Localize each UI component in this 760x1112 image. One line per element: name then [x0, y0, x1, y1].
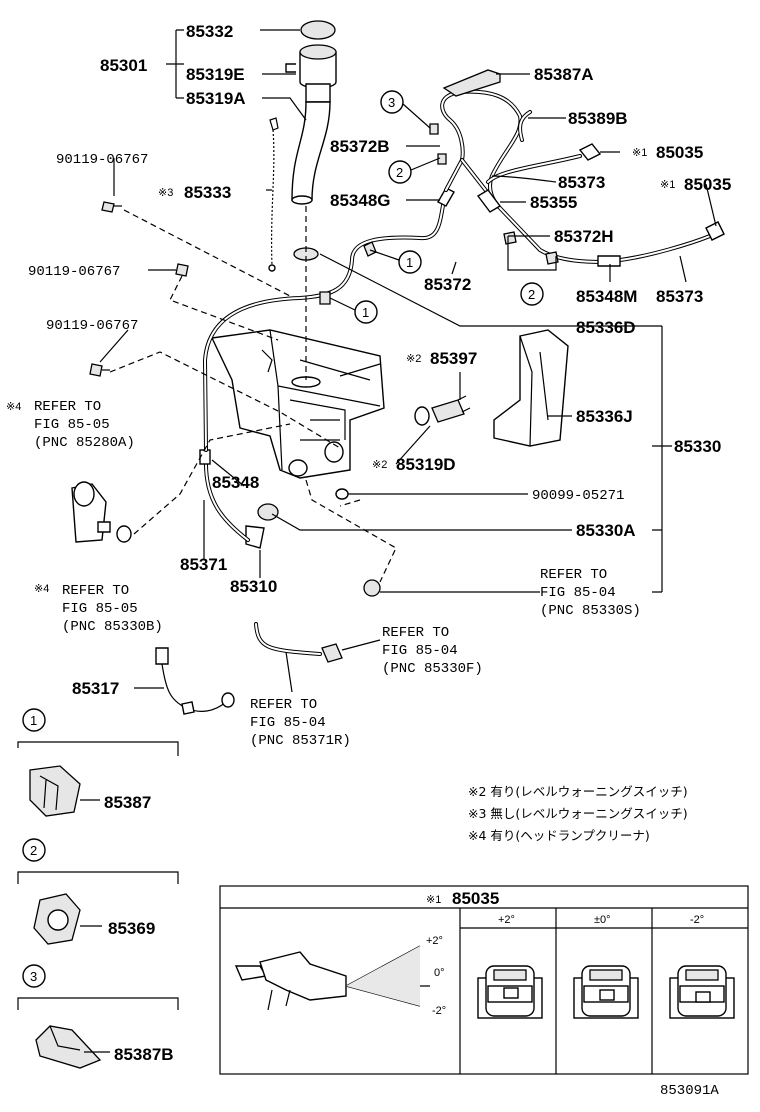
svg-text:※1: ※1	[632, 147, 647, 159]
filler-cap-group	[285, 20, 337, 261]
headlamp-pump	[71, 481, 132, 543]
label-85387A: 85387A	[534, 65, 594, 84]
angle-minus2: -2°	[432, 1005, 446, 1017]
label-85355: 85355	[530, 193, 577, 212]
angle-plus2: +2°	[426, 935, 443, 947]
label-85397: 85397	[430, 349, 477, 368]
label-85319D: 85319D	[396, 455, 456, 474]
nozzle-angle-table: ※1 85035 +2° ±0° -2° +2° 0° -2°	[219, 885, 749, 1075]
hose-callouts: 3 2 1 1 2	[329, 90, 544, 324]
refer-85330F: REFER TO FIG 85-04 (PNC 85330F)	[382, 625, 483, 677]
label-85301: 85301	[100, 56, 147, 75]
svg-text:※2: ※2	[372, 459, 387, 471]
label-85333: 85333	[184, 183, 231, 202]
svg-text:1: 1	[406, 255, 413, 270]
label-85035-b: 85035	[684, 175, 731, 194]
svg-text:※3: ※3	[158, 187, 173, 199]
label-85336D: 85336D	[576, 318, 636, 337]
nozzle-front-plus2	[477, 965, 543, 1019]
header-minus2: -2°	[690, 914, 704, 926]
label-90119-b: 90119-06767	[28, 264, 120, 280]
label-85310: 85310	[230, 577, 277, 596]
pump-85310	[245, 441, 344, 549]
label-90119-a: 90119-06767	[56, 152, 148, 168]
refer-85330S: REFER TO FIG 85-04 (PNC 85330S)	[540, 567, 641, 619]
leader-lines	[99, 29, 717, 693]
svg-text:2: 2	[528, 287, 535, 302]
label-85372: 85372	[424, 275, 471, 294]
connector-85348	[199, 449, 211, 465]
label-85372H: 85372H	[554, 227, 614, 246]
label-85348: 85348	[212, 473, 259, 492]
svg-text:※4: ※4	[34, 583, 49, 595]
svg-text:(PNC 85280A): (PNC 85280A)	[34, 435, 135, 451]
note-4: ※4 有り(ヘッドランプクリーナ)	[468, 828, 650, 843]
label-85371: 85371	[180, 555, 227, 574]
clip-legend: 1 85387 2 85369 3 85387B	[17, 708, 179, 1069]
label-85372B: 85372B	[330, 137, 390, 156]
svg-text:3: 3	[388, 95, 395, 110]
label-85319E: 85319E	[186, 65, 245, 84]
svg-text:FIG 85-04: FIG 85-04	[382, 643, 458, 659]
svg-text:REFER TO: REFER TO	[540, 567, 607, 583]
refer-85330B: ※4 REFER TO FIG 85-05 (PNC 85330B)	[34, 583, 163, 635]
label-85330A: 85330A	[576, 521, 636, 540]
harness-85317	[155, 647, 235, 715]
angle-zero: 0°	[434, 967, 445, 979]
svg-text:1: 1	[30, 713, 37, 728]
label-85387B: 85387B	[114, 1045, 174, 1064]
note-2: ※2 有り(レベルウォーニングスイッチ)	[468, 784, 688, 799]
svg-text:FIG 85-05: FIG 85-05	[62, 601, 138, 617]
label-90099: 90099-05271	[532, 488, 624, 504]
label-85373-a: 85373	[558, 173, 605, 192]
label-85317: 85317	[72, 679, 119, 698]
label-85369: 85369	[108, 919, 155, 938]
svg-text:REFER TO: REFER TO	[62, 583, 129, 599]
label-85336J: 85336J	[576, 407, 633, 426]
svg-text:(PNC 85330S): (PNC 85330S)	[540, 603, 641, 619]
label-85319A: 85319A	[186, 89, 246, 108]
svg-text:1: 1	[362, 305, 369, 320]
svg-text:※2: ※2	[406, 353, 421, 365]
svg-text:REFER TO: REFER TO	[34, 399, 101, 415]
note-3: ※3 無し(レベルウォーニングスイッチ)	[468, 806, 688, 821]
label-85332: 85332	[186, 22, 233, 41]
label-85035-a: 85035	[656, 143, 703, 162]
table-title: 85035	[452, 889, 499, 908]
label-85348M: 85348M	[576, 287, 637, 306]
svg-text:FIG 85-05: FIG 85-05	[34, 417, 110, 433]
label-85330: 85330	[674, 437, 721, 456]
svg-text:※1: ※1	[660, 179, 675, 191]
svg-text:REFER TO: REFER TO	[382, 625, 449, 641]
label-85389B: 85389B	[568, 109, 628, 128]
nozzle-front-zero	[573, 965, 639, 1019]
screw-icons	[89, 201, 189, 377]
header-plus2: +2°	[498, 914, 515, 926]
svg-text:(PNC 85330B): (PNC 85330B)	[62, 619, 163, 635]
header-zero: ±0°	[594, 914, 611, 926]
label-90119-c: 90119-06767	[46, 318, 138, 334]
svg-text:FIG 85-04: FIG 85-04	[540, 585, 616, 601]
refer-85371R: REFER TO FIG 85-04 (PNC 85371R)	[250, 697, 351, 749]
svg-text:※1: ※1	[426, 894, 441, 906]
nozzle-front-minus2	[669, 965, 735, 1019]
svg-text:※4: ※4	[6, 401, 21, 413]
figure-code: 853091A	[660, 1083, 719, 1099]
label-85348G: 85348G	[330, 191, 391, 210]
svg-text:(PNC 85330F): (PNC 85330F)	[382, 661, 483, 677]
svg-text:2: 2	[396, 165, 403, 180]
svg-text:REFER TO: REFER TO	[250, 697, 317, 713]
svg-text:(PNC 85371R): (PNC 85371R)	[250, 733, 351, 749]
svg-text:FIG 85-04: FIG 85-04	[250, 715, 326, 731]
reservoir-tank	[210, 329, 385, 479]
svg-text:3: 3	[30, 969, 37, 984]
label-85373-b: 85373	[656, 287, 703, 306]
refer-85280A: ※4 REFER TO FIG 85-05 (PNC 85280A)	[6, 399, 135, 451]
label-85387: 85387	[104, 793, 151, 812]
svg-text:2: 2	[30, 843, 37, 858]
dipstick-85333	[268, 117, 279, 272]
